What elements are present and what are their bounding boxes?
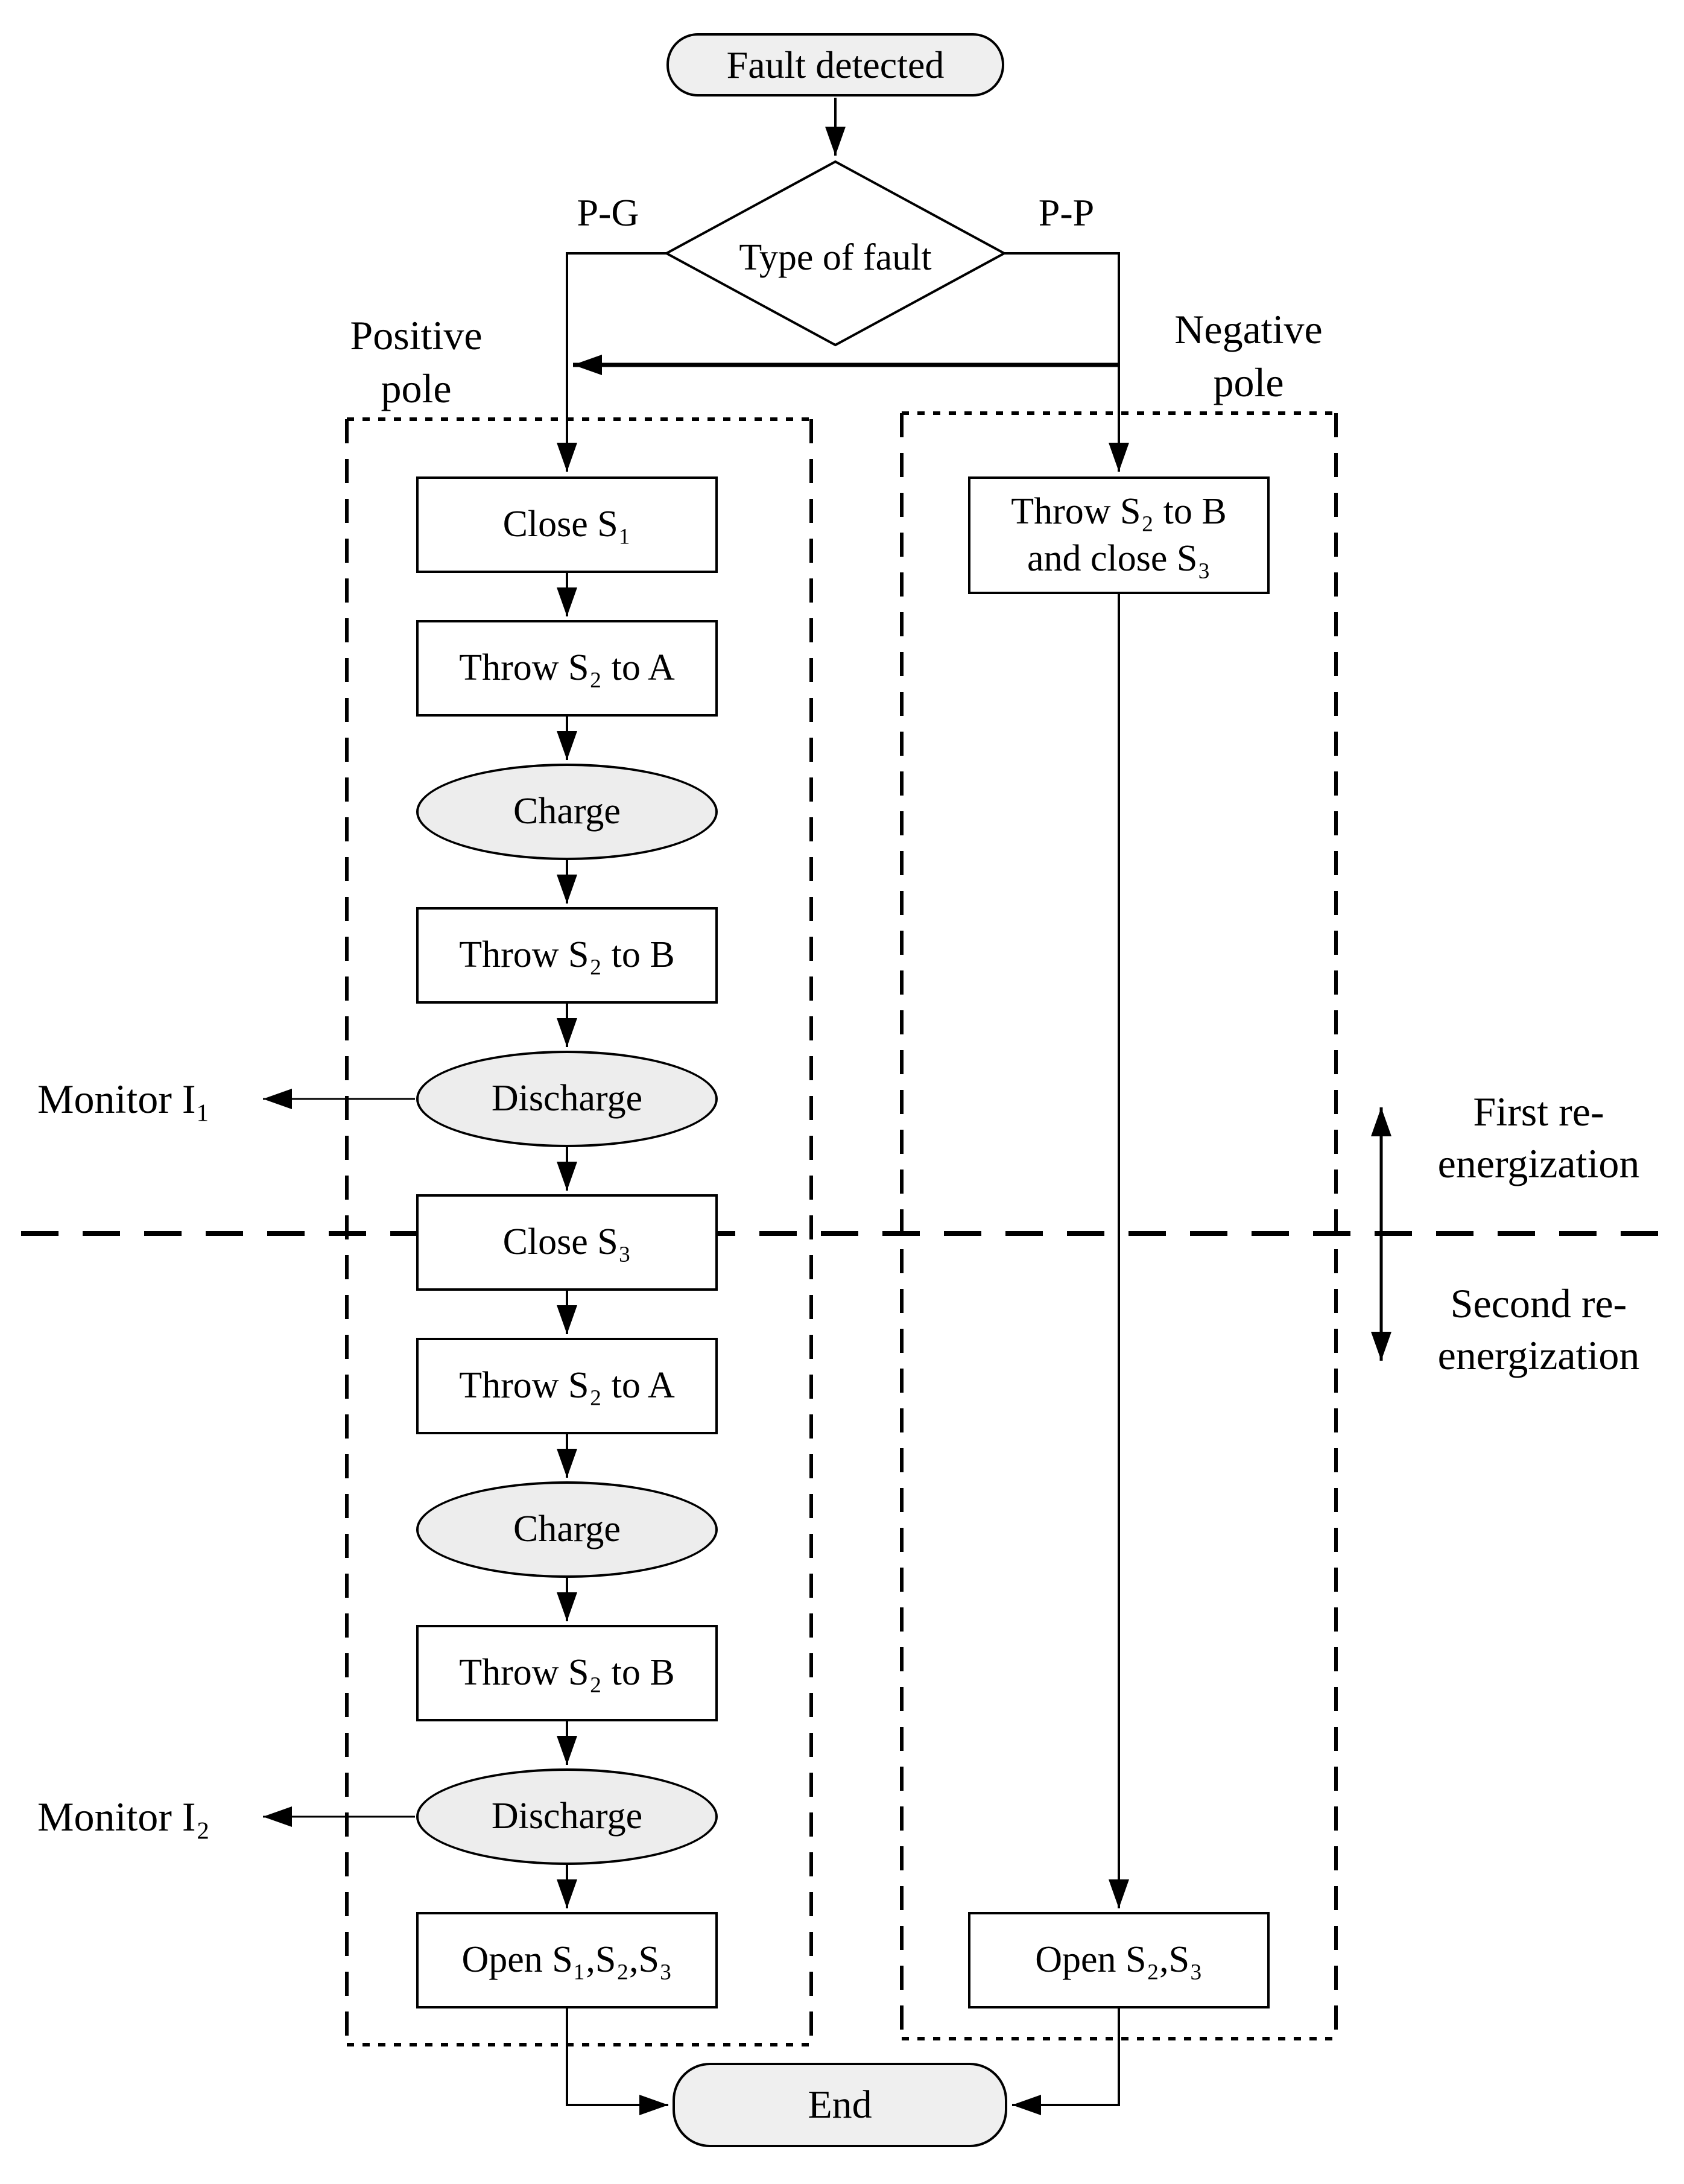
- step-discharge-1: Discharge: [416, 1051, 718, 1147]
- first-reenergization-label: First re- energization: [1437, 1089, 1640, 1186]
- step-throw-s2-b-2: Throw S₂ to B: [416, 1625, 718, 1721]
- step-throw-s2-b-1: Throw S₂ to B: [416, 907, 718, 1004]
- negative-pole-region: [900, 411, 1338, 2040]
- positive-pole-label: Positive pole: [350, 312, 483, 411]
- step-discharge-2: Discharge: [416, 1768, 718, 1865]
- start-node: Fault detected: [666, 33, 1004, 97]
- monitor-i1-label: Monitor I₁: [37, 1076, 210, 1122]
- branch-label-pp: P-P: [1038, 191, 1095, 234]
- step-open-s1-s2-s3: Open S₁,S₂,S₃: [416, 1912, 718, 2008]
- step-close-s1: Close S₁: [416, 476, 718, 573]
- neg-step-throw-s2-b-close-s3: Throw S₂ to B and close S₃: [968, 476, 1270, 594]
- branch-label-pg: P-G: [577, 191, 639, 234]
- decision-label: Type of fault: [739, 236, 932, 278]
- start-label: Fault detected: [726, 43, 945, 86]
- step-charge-1: Charge: [416, 764, 718, 860]
- end-label: End: [808, 2082, 872, 2127]
- step-throw-s2-a-1: Throw S₂ to A: [416, 620, 718, 717]
- step-throw-s2-a-2: Throw S₂ to A: [416, 1338, 718, 1434]
- negative-pole-label: Negative pole: [1174, 306, 1323, 405]
- step-close-s3: Close S₃: [416, 1194, 718, 1291]
- end-node: End: [673, 2063, 1007, 2147]
- monitor-i2-label: Monitor I₂: [37, 1794, 210, 1840]
- step-charge-2: Charge: [416, 1481, 718, 1578]
- flow-arrows: [263, 98, 1391, 2115]
- decision-diamond-shape: [663, 160, 1007, 347]
- second-reenergization-label: Second re- energization: [1437, 1280, 1640, 1378]
- neg-step-open-s2-s3: Open S₂,S₃: [968, 1912, 1270, 2008]
- decision-node: Type of fault: [715, 236, 956, 279]
